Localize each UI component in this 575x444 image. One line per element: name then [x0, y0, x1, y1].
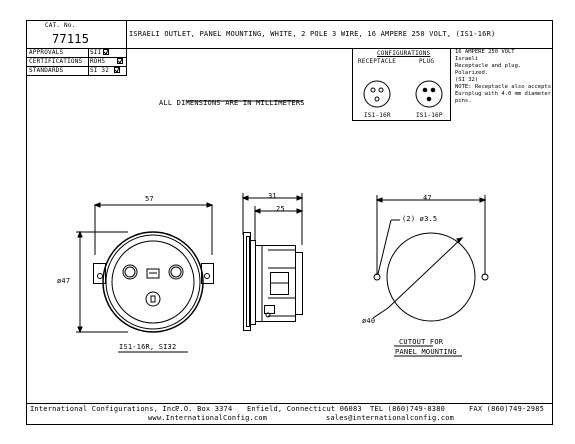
footer-company: International Configurations, Inc.: [30, 405, 181, 413]
cutout-hole-dim: (2) ø3.5: [402, 215, 438, 223]
footer-website[interactable]: www.InternationalConfig.com: [148, 414, 268, 422]
receptacle-label: RECEPTACLE: [358, 58, 397, 65]
plug-code: IS1-16P: [416, 112, 443, 119]
cat-no-value: 77115: [52, 32, 90, 46]
note-line: Receptacle and plug.: [455, 63, 522, 69]
note-line: pins.: [455, 98, 472, 104]
note-line: Polarized.: [455, 70, 489, 76]
cat-no-label: CAT. No.: [45, 22, 76, 29]
cutout-caption-line2: PANEL MOUNTING: [395, 348, 457, 356]
side-outer-dim: 31: [268, 192, 277, 200]
cutout-width-dim: 47: [423, 194, 432, 202]
front-height-dim: ø47: [57, 277, 71, 285]
configuration-notes: 16 AMPERE 250 VOLT Israeli Receptacle an…: [455, 49, 551, 105]
sheet-border: [26, 20, 553, 425]
note-line: (SI 32): [455, 77, 479, 83]
front-view-drawing: [76, 202, 214, 334]
footer-po-box: P.O. Box 3374: [175, 405, 233, 413]
front-width-dim: 57: [145, 195, 154, 203]
note-line: Israeli: [455, 56, 479, 62]
cutout-diameter-dim: ø40: [362, 317, 376, 325]
footer-email[interactable]: sales@internationalconfig.com: [326, 414, 455, 422]
approvals-label: APPROVALS: [29, 49, 64, 56]
standards-label: STANDARDS: [29, 67, 64, 74]
configurations-box: [352, 48, 451, 121]
certifications-value: ROHS: [90, 58, 106, 65]
footer-fax: FAX (860)749-2985: [469, 405, 545, 413]
note-line: 16 AMPERE 250 VOLT: [455, 49, 515, 55]
cutout-view-drawing: [372, 195, 489, 322]
note-line: Europlug with 4.0 mm diameter: [455, 91, 552, 97]
standards-value: SI 32: [90, 67, 110, 74]
receptacle-code: IS1-16R: [364, 112, 391, 119]
side-view-drawing: [241, 193, 304, 331]
dimensions-note: ALL DIMENSIONS ARE IN MILLIMETERS: [159, 99, 305, 107]
footer-tel: TEL (860)749-8380: [370, 405, 446, 413]
product-title: ISRAELI OUTLET, PANEL MOUNTING, WHITE, 2…: [129, 30, 496, 38]
configurations-heading: CONFIGURATIONS: [377, 50, 431, 57]
certifications-label: CERTIFICATIONS: [29, 58, 83, 65]
plug-label: PLUG: [419, 58, 435, 65]
cutout-caption-line1: CUTOUT FOR: [399, 338, 444, 346]
note-line: NOTE: Receptacle also accepts: [455, 84, 552, 90]
footer-city: Enfield, Connecticut 06083: [247, 405, 362, 413]
approvals-value: SII: [90, 49, 102, 56]
side-inner-dim: 25: [276, 205, 285, 213]
front-caption: IS1-16R, SI32: [119, 343, 177, 351]
